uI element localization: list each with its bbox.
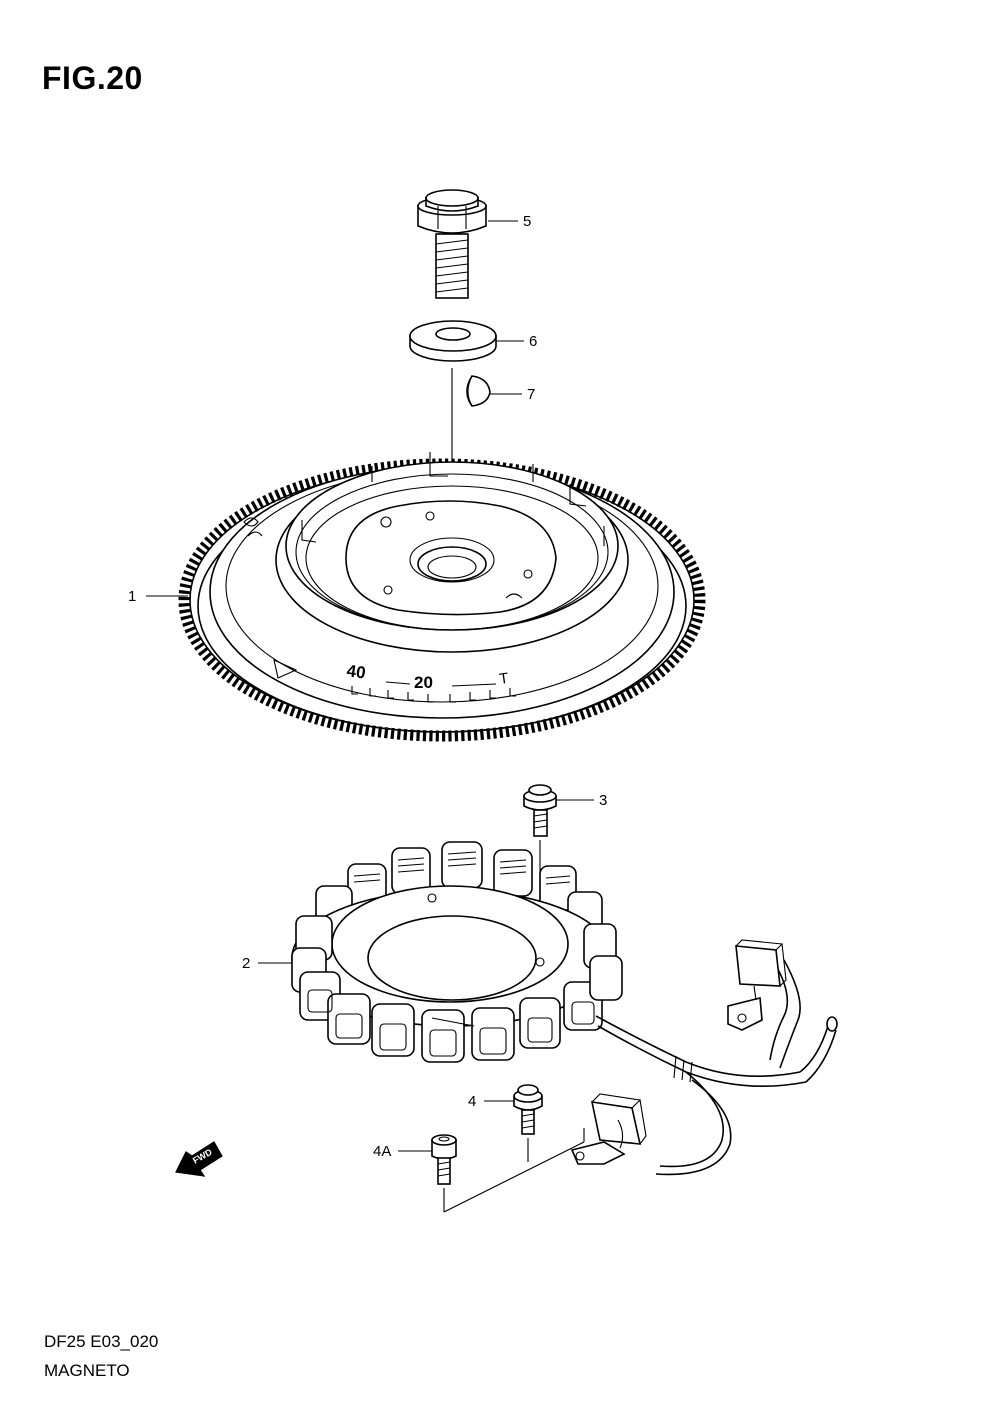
svg-text:4A: 4A: [373, 1143, 391, 1160]
fwd-direction-arrow: FWD: [175, 1141, 223, 1177]
figure-title: FIG.20: [42, 60, 143, 96]
part-4a-screw: [431, 1134, 457, 1185]
figure-code: DF25 E03_020: [44, 1332, 159, 1351]
figure-name: MAGNETO: [44, 1361, 130, 1380]
timing-mark-t: T: [498, 670, 509, 688]
callout-2: 2: [242, 955, 292, 972]
callout-7: 7: [490, 386, 535, 403]
svg-text:1: 1: [128, 588, 136, 605]
svg-text:4: 4: [468, 1093, 476, 1110]
part-1-flywheel: 40 20 T: [178, 452, 706, 742]
callout-4a: 4A: [373, 1143, 432, 1160]
callout-1: 1: [128, 588, 188, 605]
callout-6: 6: [496, 333, 537, 350]
part-5-bolt: [417, 189, 487, 299]
part-7-key: [466, 375, 491, 407]
callout-3: 3: [556, 792, 607, 809]
assembly-lines-4: [443, 1128, 585, 1213]
timing-mark-20: 20: [414, 673, 433, 692]
svg-text:2: 2: [242, 955, 250, 972]
callout-4: 4: [468, 1093, 514, 1110]
part-2-stator: [291, 841, 838, 1176]
svg-text:3: 3: [599, 792, 607, 809]
timing-mark-40: 40: [345, 661, 366, 682]
part-6-washer: [409, 320, 497, 362]
svg-text:5: 5: [523, 213, 531, 230]
callout-5: 5: [488, 213, 531, 230]
part-4-bolt: [513, 1084, 543, 1162]
svg-text:6: 6: [529, 333, 537, 350]
svg-text:7: 7: [527, 386, 535, 403]
